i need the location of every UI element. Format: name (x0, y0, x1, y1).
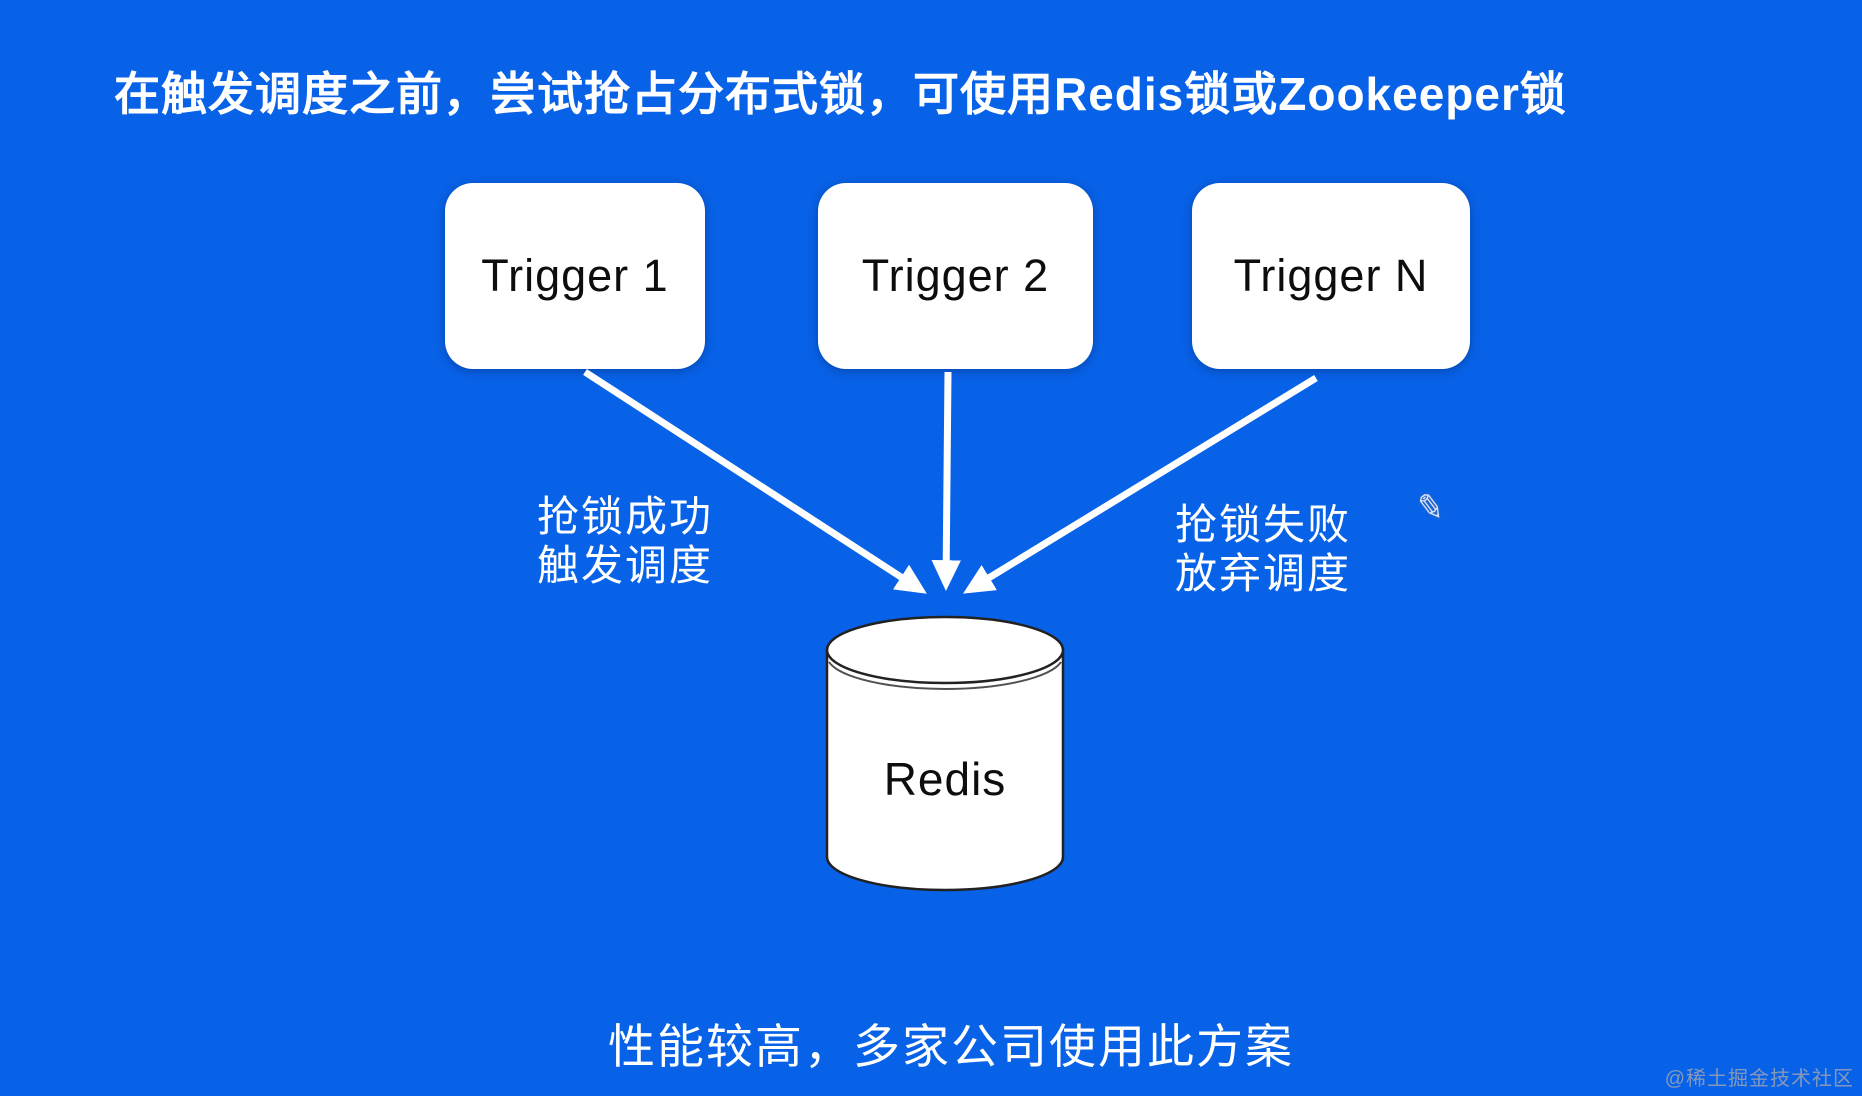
node-redis-label: Redis (883, 753, 1007, 805)
pencil-icon: ✎ (1413, 487, 1448, 529)
node-trigger-n: Trigger N (1192, 183, 1470, 369)
node-trigger-2-label: Trigger 2 (861, 250, 1050, 301)
edge-trigger2-to-redis (931, 371, 961, 591)
edge-label-lock-success: 抢锁成功 触发调度 (537, 493, 714, 589)
edge-trigger1-to-redis (583, 369, 927, 594)
node-trigger-1: Trigger 1 (445, 183, 705, 369)
slide-title: 在触发调度之前，尝试抢占分布式锁，可使用Redis锁或Zookeeper锁 (114, 68, 1567, 120)
node-trigger-1-label: Trigger 1 (481, 250, 669, 301)
slide-caption: 性能较高，多家公司使用此方案 (608, 1020, 1294, 1073)
edge-label-lock-fail: 抢锁失败 放弃调度 (1175, 501, 1352, 597)
node-trigger-n-label: Trigger N (1233, 250, 1429, 301)
node-trigger-2: Trigger 2 (818, 183, 1093, 369)
node-redis-cylinder (825, 615, 1065, 892)
edge-triggerN-to-redis (963, 375, 1318, 594)
watermark-text: @稀土掘金技术社区 (1664, 1068, 1854, 1090)
